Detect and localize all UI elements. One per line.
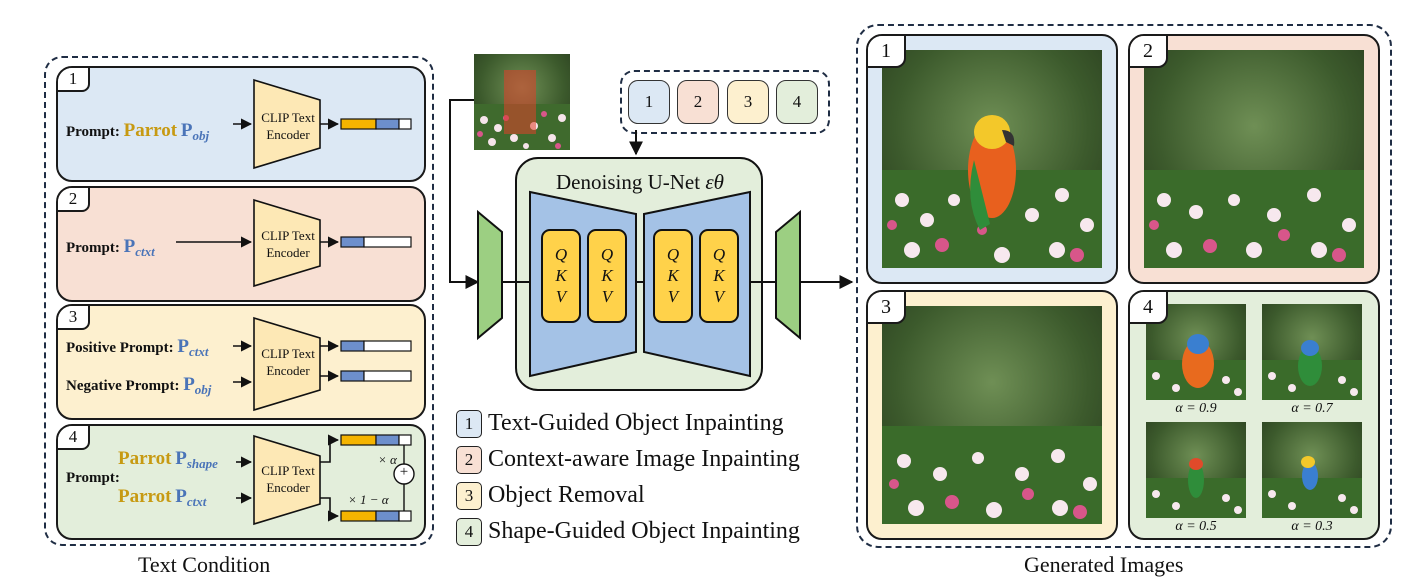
- clip-encoder-4: [253, 434, 321, 526]
- result-panel-2: 2: [1128, 34, 1380, 284]
- token-blue: [340, 370, 365, 382]
- text-condition-graphics: [176, 78, 415, 526]
- generated-images-caption: Generated Images: [1024, 552, 1184, 577]
- token-blue: [375, 434, 400, 446]
- prompt-label: Prompt: Pctxt: [66, 236, 155, 259]
- token-gold: [340, 434, 377, 446]
- panel-number: 2: [58, 188, 90, 212]
- token-blue: [375, 118, 400, 130]
- alpha-image-0.5: [1146, 422, 1246, 518]
- token-white: [398, 434, 412, 446]
- mode-4: 4: [776, 80, 818, 124]
- unet-graphics: [449, 99, 854, 391]
- prompt-label: Prompt: Parrot Pobj: [66, 120, 210, 143]
- alpha-multiplier-top: × α: [378, 452, 397, 467]
- encoder-label-1: CLIP Text Encoder: [261, 110, 315, 142]
- alpha-label-0.9: α = 0.9: [1175, 401, 1217, 416]
- encoder-label-2: CLIP Text Encoder: [261, 228, 315, 260]
- shape-prompt: Parrot Pshape: [118, 448, 218, 471]
- generated-images-group: [856, 24, 1392, 548]
- clip-encoder-2: [253, 198, 321, 288]
- panel-number: 3: [58, 306, 90, 330]
- mask-region: [504, 70, 536, 134]
- negative-prompt-label: Negative Prompt: Pobj: [66, 374, 212, 397]
- panel-number: 1: [58, 68, 90, 92]
- alpha-image-0.3: [1262, 422, 1362, 518]
- result-number-4: 4: [1130, 292, 1168, 324]
- alpha-label-0.3: α = 0.3: [1291, 519, 1333, 534]
- mode-3: 3: [727, 80, 769, 124]
- result-panel-1: 1: [866, 34, 1118, 284]
- token-blue: [340, 236, 365, 248]
- result-number-2: 2: [1130, 36, 1168, 68]
- text-condition-caption: Text Condition: [138, 552, 271, 577]
- qkv-block-1: [541, 229, 581, 323]
- encoder-stem: [477, 209, 503, 341]
- text-panel-3: 3 Positive Prompt: Pctxt Negative Prompt…: [56, 304, 426, 420]
- alpha-label-0.7: α = 0.7: [1291, 401, 1333, 416]
- result-image-1: [882, 50, 1102, 268]
- context-prompt: Parrot Pctxt: [118, 486, 207, 509]
- alpha-image-0.9: [1146, 304, 1246, 400]
- token-white: [363, 236, 412, 248]
- result-number-1: 1: [868, 36, 906, 68]
- result-image-2: [1144, 50, 1364, 268]
- clip-encoder-1: [253, 78, 321, 170]
- unet-title: Denoising U-Net εθ: [556, 170, 724, 194]
- panel-number: 4: [58, 426, 90, 450]
- token-blue: [340, 340, 365, 352]
- qkv-block-4: [699, 229, 739, 323]
- clip-encoder-3: [253, 316, 321, 412]
- result-number-3: 3: [868, 292, 906, 324]
- token-gold: [340, 510, 377, 522]
- sum-symbol: +: [399, 464, 409, 480]
- decoder-stem: [775, 209, 801, 341]
- mode-1: 1: [628, 80, 670, 124]
- sum-node: [393, 463, 415, 485]
- token-blue: [375, 510, 400, 522]
- text-condition-group: [44, 56, 434, 546]
- token-gold: [340, 118, 377, 130]
- token-white: [398, 510, 412, 522]
- prompt-label: Prompt:: [66, 470, 120, 486]
- alpha-image-0.7: [1262, 304, 1362, 400]
- unet-symbol: εθ: [705, 170, 724, 194]
- encoder-label-3: CLIP Text Encoder: [261, 346, 315, 378]
- alpha-label-0.5: α = 0.5: [1175, 519, 1217, 534]
- mode-2: 2: [677, 80, 719, 124]
- token-white: [363, 370, 412, 382]
- token-white: [363, 340, 412, 352]
- mode-selector: [620, 70, 830, 134]
- positive-prompt-label: Positive Prompt: Pctxt: [66, 336, 209, 359]
- result-panel-4: α = 0.9 α = 0.7 α = 0.5 α = 0.3 4: [1128, 290, 1380, 540]
- result-image-3: [882, 306, 1102, 524]
- qkv-block-2: [587, 229, 627, 323]
- token-white: [398, 118, 412, 130]
- masked-input-image: [474, 54, 570, 150]
- encoder-label-4: CLIP Text Encoder: [261, 463, 315, 495]
- prompt-word: Parrot: [123, 120, 178, 141]
- qkv-block-3: [653, 229, 693, 323]
- result-panel-3: 3: [866, 290, 1118, 540]
- alpha-multiplier-bottom: × 1 − α: [348, 492, 389, 507]
